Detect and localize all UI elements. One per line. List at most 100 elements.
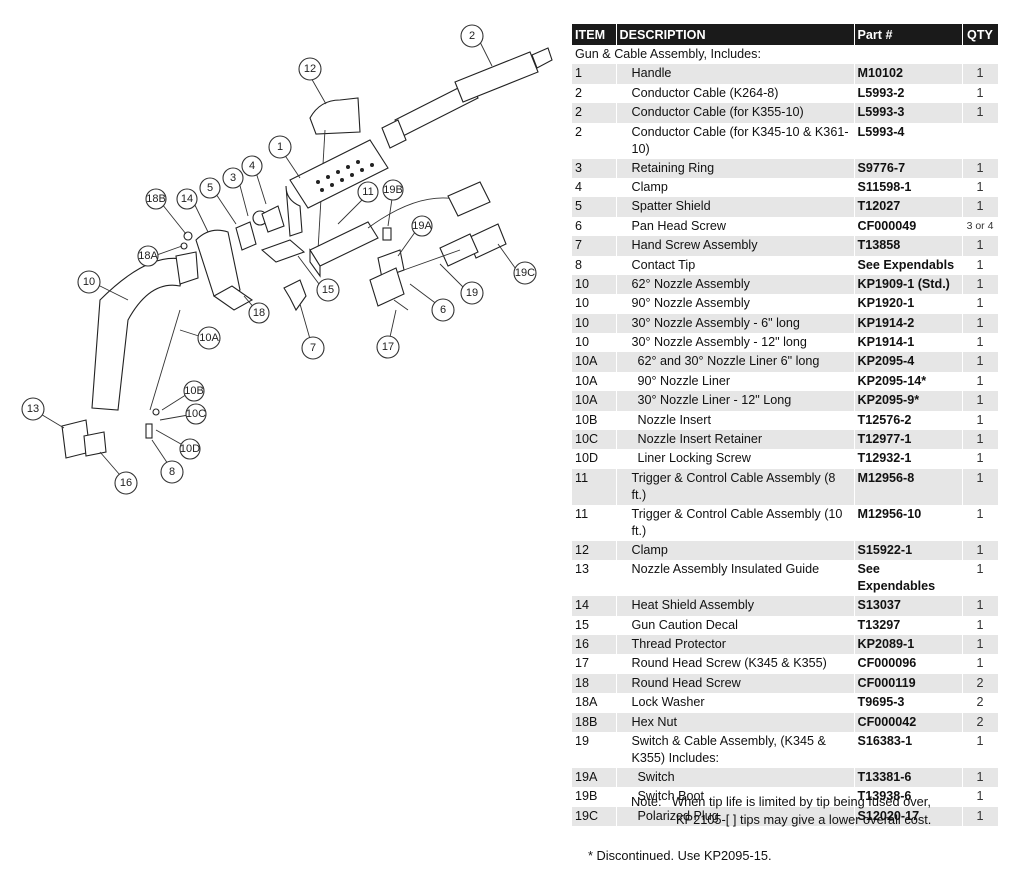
cell-item: 10D: [572, 449, 617, 469]
cell-qty: 1: [962, 596, 999, 616]
description-text: 90° Nozzle Assembly: [631, 296, 750, 311]
cell-description: Nozzle Insert Retainer: [616, 430, 855, 450]
callout-10D: 10D: [179, 438, 201, 460]
hex-nut-part: [180, 231, 193, 250]
svg-text:10C: 10C: [186, 408, 206, 420]
cell-item: 7: [572, 236, 617, 256]
callout-10: 10: [77, 270, 101, 294]
callout-1: 1: [268, 135, 292, 159]
cell-qty: 2: [962, 673, 999, 694]
cell-description: Hex Nut: [616, 712, 855, 732]
cell-qty: 1: [962, 352, 999, 372]
callout-8: 8: [160, 460, 184, 484]
description-text: Trigger & Control Cable Assembly (8 ft.): [631, 470, 836, 502]
callout-7: 7: [301, 336, 325, 360]
cell-item: 2: [572, 103, 617, 123]
cell-description: Switch: [616, 767, 855, 788]
description-text: Thread Protector: [631, 636, 727, 651]
description-text: Switch Boot: [637, 789, 705, 804]
cell-item: 18A: [572, 693, 617, 713]
cell-description: Pan Head Screw: [616, 216, 855, 237]
cell-description: Heat Shield Assembly: [616, 596, 855, 616]
cell-qty: 1: [962, 468, 999, 505]
cell-part-number: KP1914-1: [854, 333, 963, 353]
cell-item: 6: [572, 216, 617, 237]
callout-10C: 10C: [185, 403, 207, 425]
cell-qty: 1: [962, 634, 999, 655]
description-text: Hex Nut: [631, 714, 678, 729]
description-text: Lock Washer: [631, 695, 705, 710]
description-text: Handle: [631, 66, 672, 81]
callout-17: 17: [376, 335, 400, 359]
cell-description: Handle: [616, 64, 855, 84]
cell-item: 19B: [572, 787, 617, 807]
svg-text:11: 11: [362, 186, 373, 198]
header-qty: QTY: [962, 24, 999, 45]
description-text: Nozzle Insert Retainer: [637, 432, 763, 447]
svg-text:15: 15: [322, 284, 334, 296]
svg-text:18A: 18A: [138, 250, 158, 262]
cell-qty: 1: [962, 731, 999, 768]
note-label: Note:: [631, 794, 662, 809]
callout-18B: 18B: [145, 188, 167, 210]
cell-qty: 1: [962, 430, 999, 450]
footnote: * Discontinued. Use KP2095-15.: [588, 848, 772, 863]
cell-item: 8: [572, 255, 617, 275]
cell-qty: 1: [962, 177, 999, 198]
cell-part-number: S13037: [854, 596, 963, 616]
cell-part-number: CF000119: [854, 673, 963, 694]
cell-description: Lock Washer: [616, 693, 855, 713]
callout-15: 15: [316, 278, 340, 302]
svg-text:2: 2: [469, 30, 475, 42]
cell-qty: 1: [962, 560, 999, 597]
cell-part-number: M10102: [854, 64, 963, 84]
cell-part-number: KP2095-14*: [854, 371, 963, 392]
cell-item: 18: [572, 673, 617, 694]
cell-description: Hand Screw Assembly: [616, 236, 855, 256]
cell-description: Conductor Cable (for K345-10 & K361-10): [616, 122, 855, 159]
callout-18A: 18A: [137, 245, 159, 267]
cell-qty: [962, 122, 999, 159]
insulated-guide-part: [61, 419, 107, 459]
callout-12: 12: [298, 57, 322, 81]
cell-item: 10A: [572, 352, 617, 372]
callout-16: 16: [114, 471, 138, 495]
description-text: Round Head Screw (K345 & K355): [631, 656, 827, 671]
cell-part-number: T12932-1: [854, 449, 963, 469]
note-line-1: When tip life is limited by tip being fu…: [672, 794, 931, 809]
description-text: Spatter Shield: [631, 199, 711, 214]
callout-2: 2: [460, 24, 484, 48]
svg-text:5: 5: [207, 182, 213, 194]
cell-item: 19A: [572, 767, 617, 788]
polarized-plug-part: [439, 181, 507, 267]
cell-item: 10: [572, 294, 617, 314]
nozzle-assembly-part: [91, 251, 199, 411]
cell-item: 3: [572, 158, 617, 178]
svg-text:18B: 18B: [146, 193, 166, 205]
description-text: Trigger & Control Cable Assembly (10 ft.…: [631, 506, 843, 538]
caution-decal-part: [260, 239, 306, 263]
cell-item: 19: [572, 731, 617, 768]
description-text: 30° Nozzle Assembly - 6" long: [631, 315, 800, 330]
cell-item: 10: [572, 313, 617, 334]
cell-item: 10: [572, 333, 617, 353]
svg-text:1: 1: [277, 141, 283, 153]
section-heading: Gun & Cable Assembly, Includes:: [572, 45, 999, 65]
cell-item: 10A: [572, 371, 617, 392]
cell-qty: 1: [962, 158, 999, 178]
description-text: Liner Locking Screw: [637, 451, 751, 466]
description-text: 62° and 30° Nozzle Liner 6" long: [637, 354, 820, 369]
svg-text:10A: 10A: [199, 332, 219, 344]
parts-list-table: ITEM DESCRIPTION Part # QTY Gun & Cable …: [572, 24, 999, 827]
